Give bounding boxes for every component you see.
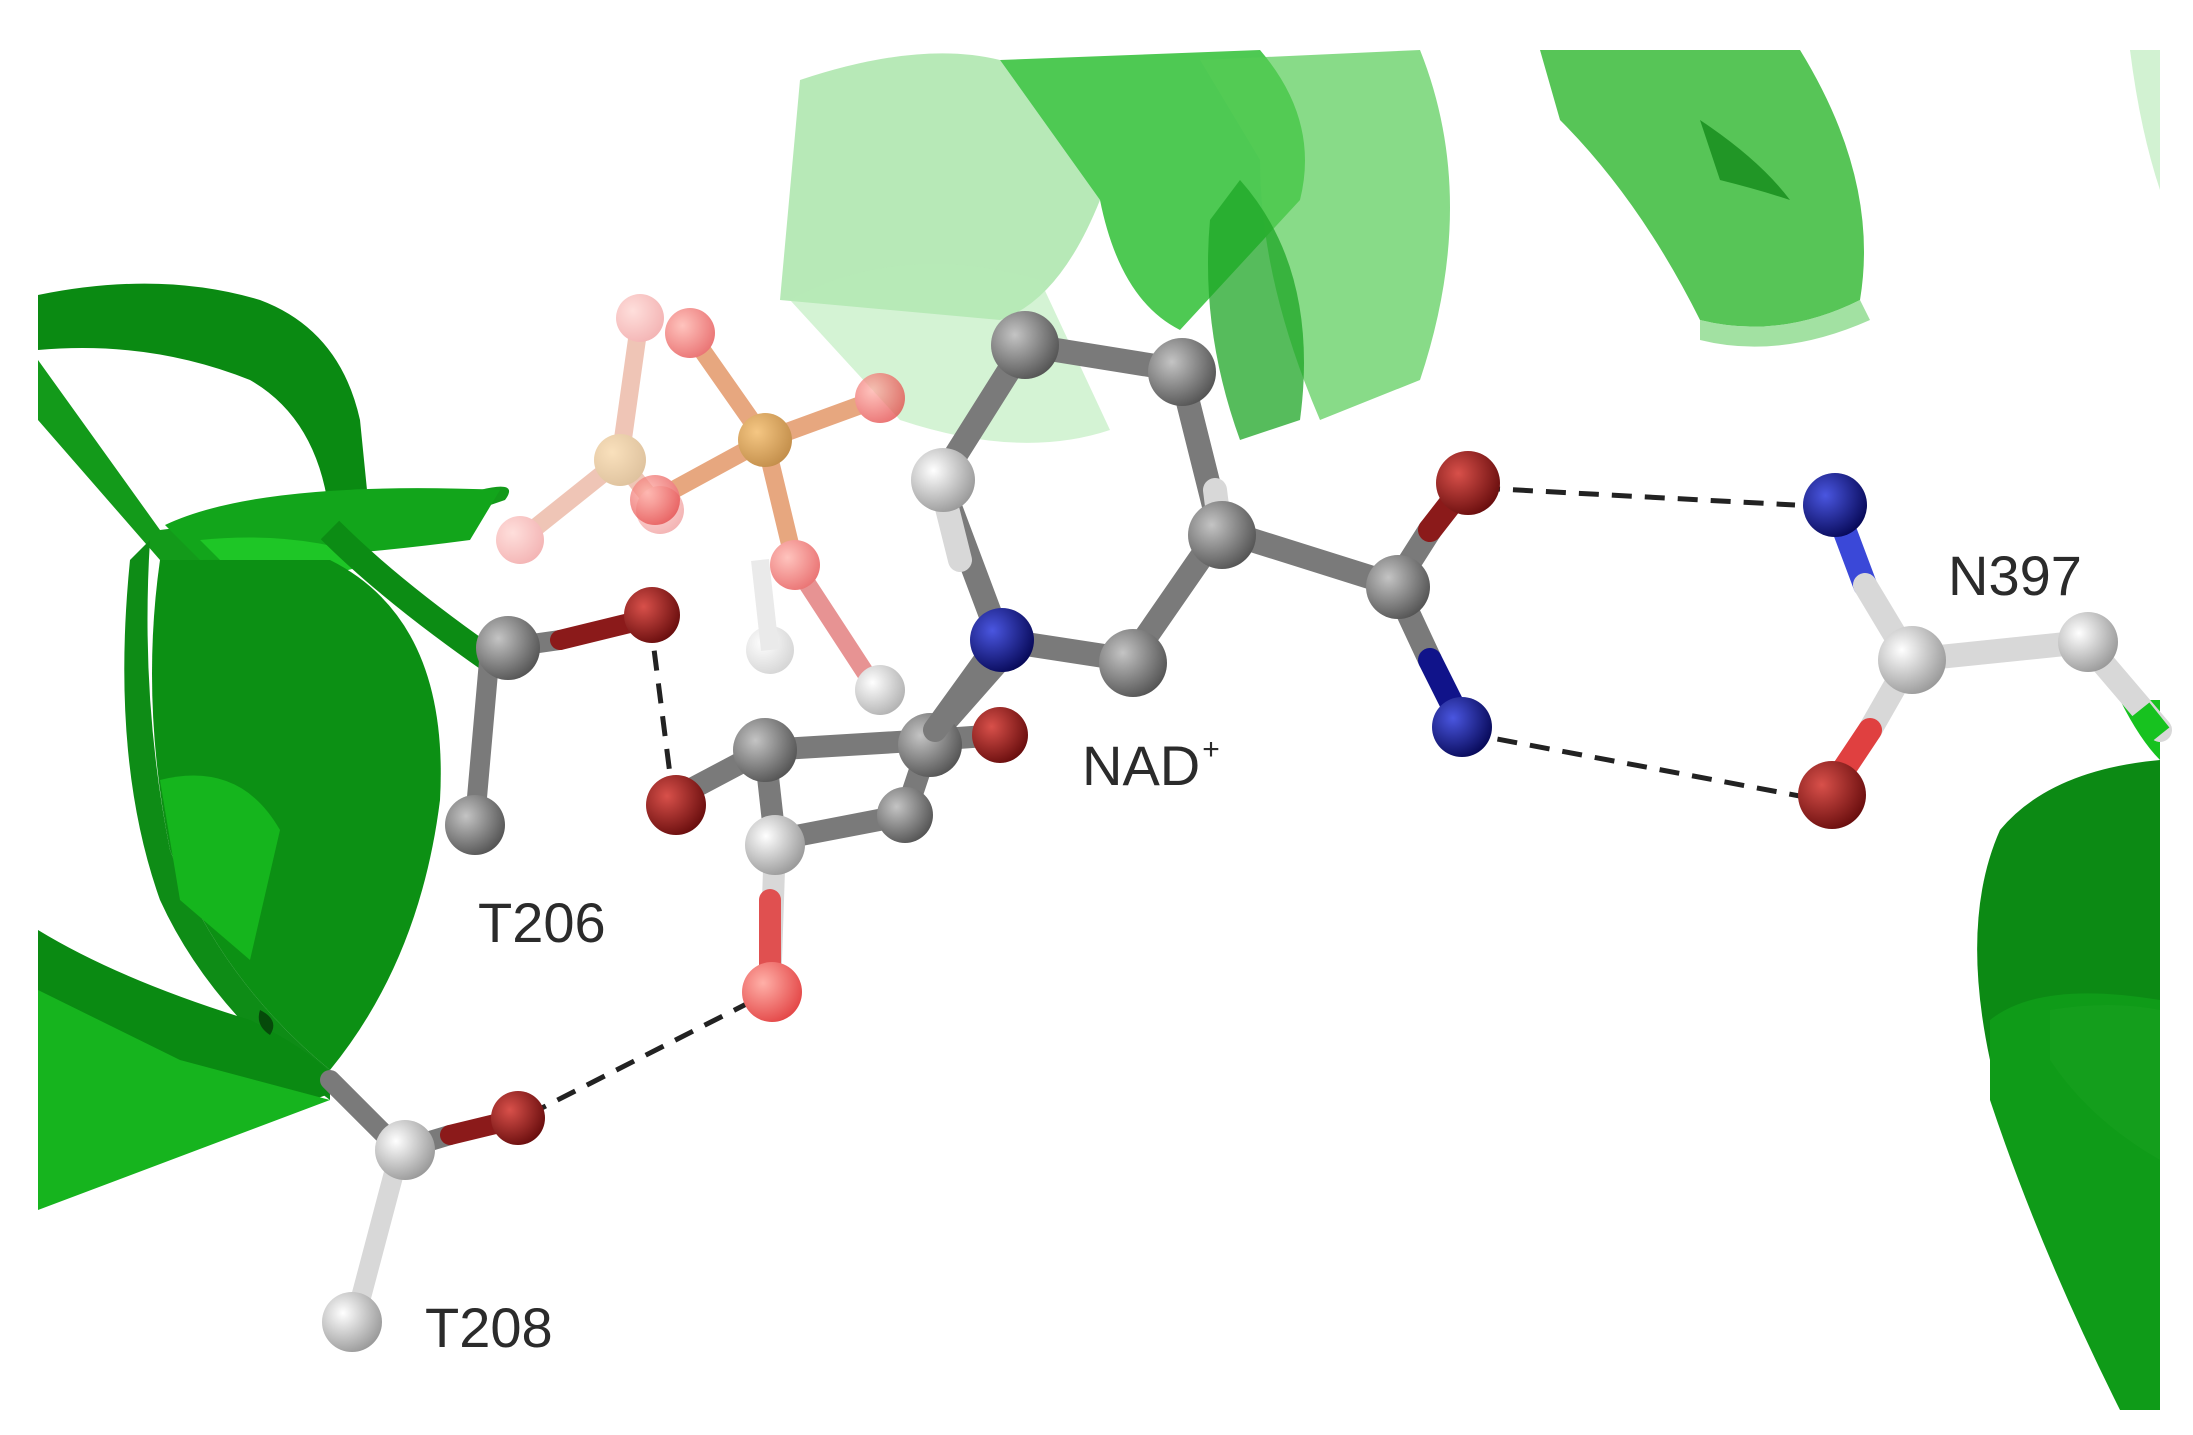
- t206-atom-ca: [445, 795, 505, 855]
- nad-atom-o7: [1436, 451, 1500, 515]
- label-t208: T208: [425, 1296, 553, 1359]
- nad-ribose-c3: [877, 787, 933, 843]
- nad-ribose-o4: [972, 707, 1028, 763]
- hbond-nad-n397-bottom: [1464, 730, 1806, 800]
- nad-atom-c7: [1366, 555, 1430, 619]
- label-n397: N397: [1948, 544, 2082, 607]
- nad-nicotinamide: [911, 311, 1500, 757]
- label-nad-charge: +: [1202, 733, 1220, 766]
- nad-ribose-o2: [646, 775, 706, 835]
- t208-atom-cg: [322, 1292, 382, 1352]
- nad-atom-c5: [991, 311, 1059, 379]
- label-nad: NAD+: [1082, 735, 1220, 794]
- residue-t206: [320, 520, 680, 855]
- t208-atom-og: [491, 1091, 545, 1145]
- helix-top-faded: [780, 50, 2160, 443]
- helix-left: [38, 283, 510, 1210]
- hbond-t208-nad: [526, 989, 772, 1118]
- t206-atom-og: [624, 587, 680, 643]
- n397-atom-cb: [2058, 612, 2118, 672]
- nad-ribose-c2: [733, 718, 797, 782]
- n397-atom-od1: [1798, 761, 1866, 829]
- nad-atom-n1: [970, 608, 1034, 672]
- nad-atom-c4: [1148, 338, 1216, 406]
- nad-atom-c6: [911, 448, 975, 512]
- n397-atom-nd2: [1803, 473, 1867, 537]
- helix-right: [1977, 700, 2160, 1410]
- label-nad-text: NAD: [1082, 734, 1201, 797]
- nad-ribose-c4: [745, 815, 805, 875]
- t206-atom-cb: [476, 616, 540, 680]
- nad-atom-c2: [1099, 629, 1167, 697]
- hydrogen-bonds: [526, 485, 1806, 1118]
- nad-ribose: [646, 644, 1028, 1022]
- hbond-t206-nad: [647, 617, 675, 791]
- phosphate-group: [630, 308, 905, 715]
- label-t206: T206: [478, 891, 606, 954]
- nad-ribose-o3: [742, 962, 802, 1022]
- phosphate-group-faded: [496, 294, 794, 674]
- nad-atom-c3: [1188, 501, 1256, 569]
- residue-n397: [1798, 473, 2172, 829]
- nad-atom-n7: [1432, 697, 1492, 757]
- hbond-nad-n397-top: [1479, 485, 1796, 508]
- residue-t208: [320, 1070, 545, 1352]
- n397-atom-cg: [1878, 626, 1946, 694]
- t208-atom-cb: [375, 1120, 435, 1180]
